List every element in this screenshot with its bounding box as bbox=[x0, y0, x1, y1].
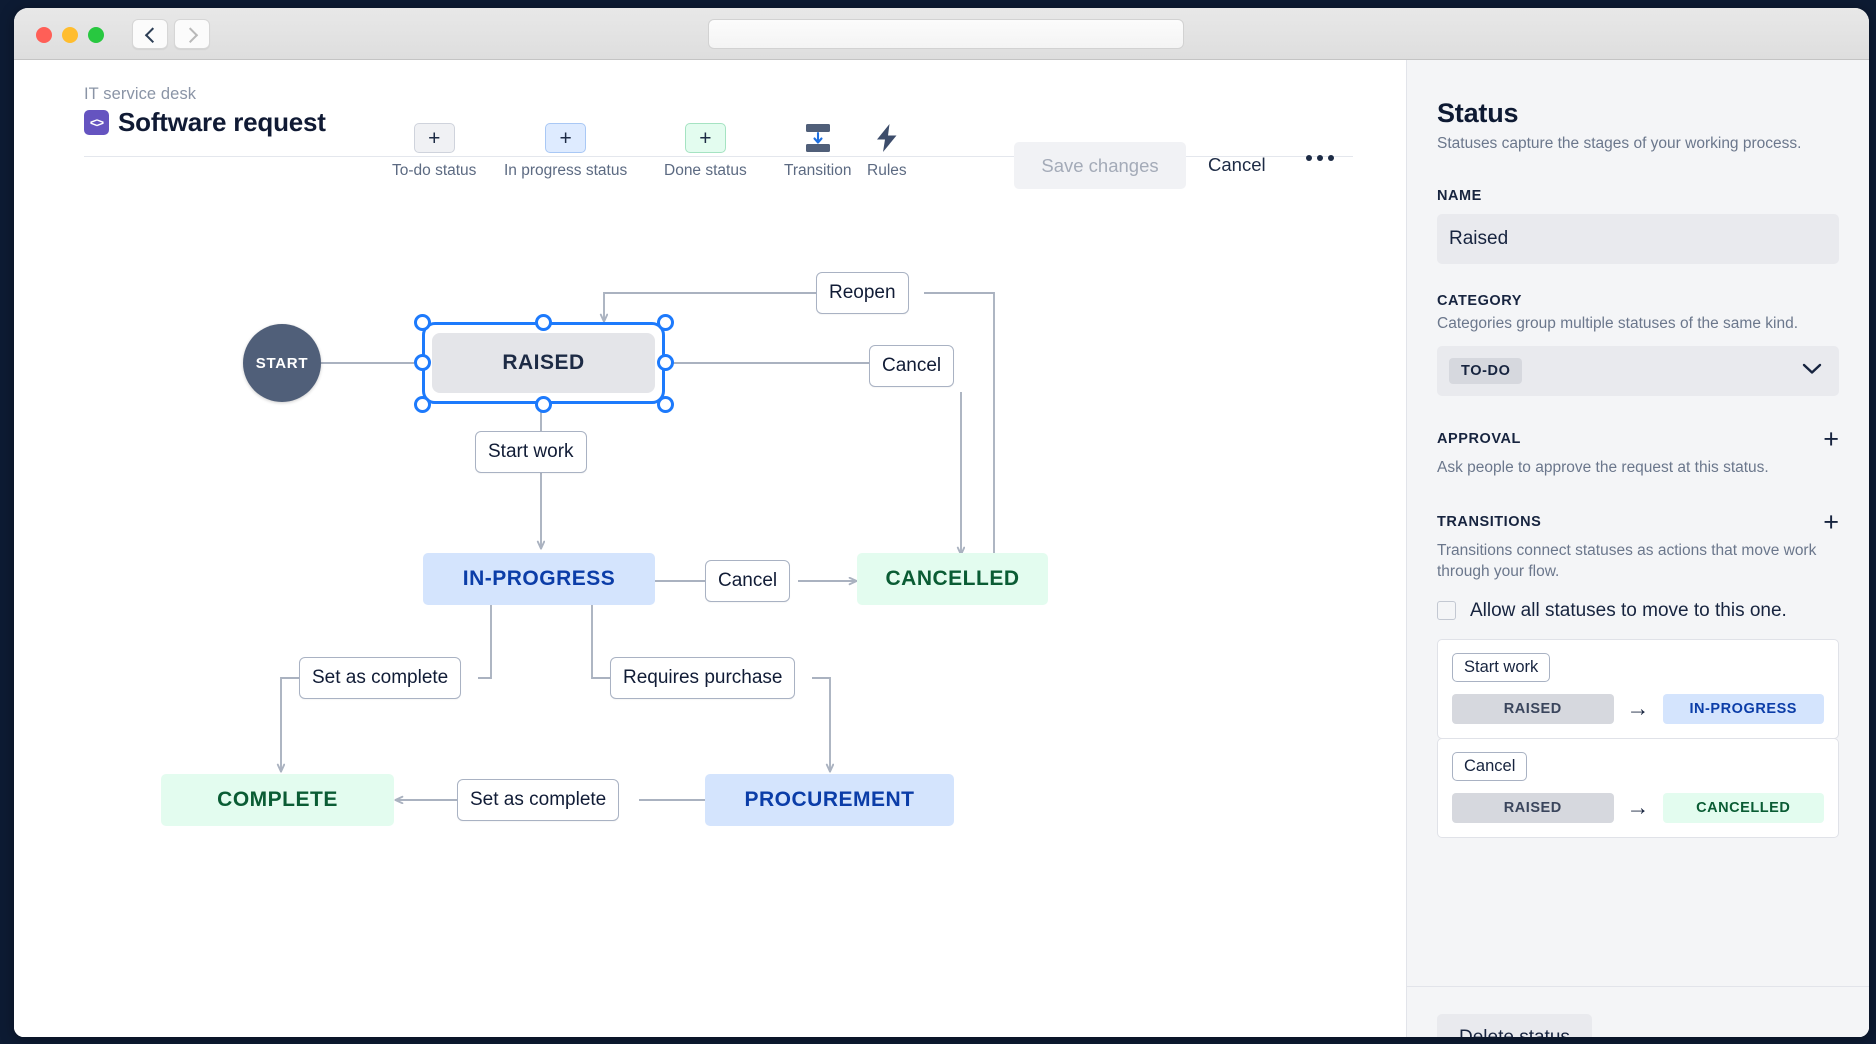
resize-handle-bottom-left[interactable] bbox=[413, 395, 431, 413]
resize-handle-bottom-center[interactable] bbox=[535, 395, 552, 413]
editor-toolbar: IT service desk <> Software request + To… bbox=[14, 60, 1406, 189]
add-transition-button[interactable]: + bbox=[1823, 506, 1839, 537]
browser-window: IT service desk <> Software request + To… bbox=[14, 8, 1869, 1037]
resize-handle-middle-right[interactable] bbox=[656, 354, 674, 371]
transition-flow: RAISED → CANCELLED bbox=[1452, 792, 1824, 823]
chevron-left-icon bbox=[144, 26, 160, 43]
plus-icon: + bbox=[545, 123, 587, 153]
flow-node-raised[interactable]: RAISED bbox=[432, 333, 655, 393]
transitions-section-label: TRANSITIONS bbox=[1437, 514, 1542, 531]
cancel-button[interactable]: Cancel bbox=[1208, 154, 1266, 175]
resize-handle-bottom-right[interactable] bbox=[656, 395, 674, 413]
transitions-section-header: TRANSITIONS + bbox=[1437, 506, 1839, 537]
edge-label-cancel-raised[interactable]: Cancel bbox=[869, 345, 955, 387]
edge-label-set-as-complete-procurement[interactable]: Set as complete bbox=[457, 779, 620, 821]
plus-icon: + bbox=[684, 123, 726, 153]
add-transition-button[interactable]: Transition bbox=[784, 123, 851, 180]
transition-from-status: RAISED bbox=[1452, 792, 1614, 823]
edge-label-requires-purchase[interactable]: Requires purchase bbox=[610, 657, 796, 699]
status-details-panel: Status Statuses capture the stages of yo… bbox=[1406, 60, 1869, 1037]
page-title: Software request bbox=[118, 107, 326, 137]
category-section-desc: Categories group multiple statuses of th… bbox=[1437, 315, 1798, 332]
project-avatar-icon: <> bbox=[84, 110, 109, 135]
approval-section-header: APPROVAL + bbox=[1437, 423, 1839, 454]
add-todo-status-label: To-do status bbox=[392, 162, 477, 179]
allow-all-statuses-row[interactable]: Allow all statuses to move to this one. bbox=[1437, 600, 1839, 622]
toolbar-divider bbox=[84, 156, 1353, 157]
name-section-label: NAME bbox=[1437, 188, 1482, 204]
transitions-list: Start work RAISED → IN-PROGRESS Cancel R… bbox=[1437, 638, 1839, 838]
add-todo-status-button[interactable]: + To-do status bbox=[392, 123, 476, 180]
allow-all-statuses-label: Allow all statuses to move to this one. bbox=[1470, 599, 1787, 621]
edge-label-set-as-complete-inprogress[interactable]: Set as complete bbox=[299, 657, 462, 699]
transition-name[interactable]: Cancel bbox=[1452, 751, 1528, 781]
breadcrumb[interactable]: IT service desk bbox=[84, 85, 197, 103]
forward-button[interactable] bbox=[174, 19, 210, 49]
chevron-down-icon bbox=[1802, 362, 1822, 380]
category-dropdown[interactable]: TO-DO bbox=[1437, 345, 1839, 396]
page-title-row: <> Software request bbox=[84, 107, 326, 138]
flow-node-procurement[interactable]: PROCUREMENT bbox=[705, 774, 954, 826]
flow-node-cancelled[interactable]: CANCELLED bbox=[857, 553, 1048, 605]
resize-handle-top-center[interactable] bbox=[535, 313, 552, 331]
rules-label: Rules bbox=[867, 162, 907, 179]
workflow-editor-pane: IT service desk <> Software request + To… bbox=[14, 60, 1406, 1037]
allow-all-statuses-checkbox[interactable] bbox=[1437, 601, 1456, 621]
plus-icon: + bbox=[413, 123, 455, 153]
window-close-button[interactable] bbox=[36, 27, 52, 43]
app-body: IT service desk <> Software request + To… bbox=[14, 60, 1869, 1037]
transitions-section-desc: Transitions connect statuses as actions … bbox=[1437, 541, 1817, 580]
url-bar[interactable] bbox=[708, 19, 1184, 49]
workflow-canvas[interactable]: START RAISED IN-PROGRESS CANCELLED bbox=[14, 157, 1406, 1037]
more-options-icon[interactable] bbox=[1306, 155, 1334, 161]
category-badge: TO-DO bbox=[1449, 357, 1523, 384]
transition-to-status: IN-PROGRESS bbox=[1662, 693, 1824, 724]
window-maximize-button[interactable] bbox=[88, 27, 104, 43]
add-inprogress-status-button[interactable]: + In progress status bbox=[504, 123, 627, 180]
chevron-right-icon bbox=[182, 26, 198, 43]
flow-node-in-progress[interactable]: IN-PROGRESS bbox=[423, 553, 655, 605]
edge-label-cancel-inprogress[interactable]: Cancel bbox=[705, 560, 791, 602]
delete-status-button[interactable]: Delete status bbox=[1437, 1014, 1592, 1037]
add-done-status-label: Done status bbox=[664, 162, 747, 179]
transition-label: Transition bbox=[784, 162, 852, 179]
browser-chrome bbox=[14, 8, 1869, 60]
save-changes-button[interactable]: Save changes bbox=[1014, 142, 1186, 189]
edge-label-reopen[interactable]: Reopen bbox=[816, 272, 909, 314]
approval-section-label: APPROVAL bbox=[1437, 431, 1521, 448]
transition-to-status: CANCELLED bbox=[1662, 792, 1824, 823]
selection-outline bbox=[413, 313, 674, 413]
resize-handle-middle-left[interactable] bbox=[413, 354, 431, 371]
add-inprogress-status-label: In progress status bbox=[504, 162, 628, 179]
transition-icon bbox=[799, 123, 837, 153]
resize-handle-top-left[interactable] bbox=[413, 313, 431, 331]
panel-divider bbox=[1407, 986, 1869, 987]
arrow-right-icon: → bbox=[1626, 794, 1650, 821]
add-approval-button[interactable]: + bbox=[1823, 423, 1839, 454]
back-button[interactable] bbox=[132, 19, 168, 49]
status-name-input[interactable]: Raised bbox=[1437, 214, 1839, 264]
transition-from-status: RAISED bbox=[1452, 693, 1614, 724]
resize-handle-top-right[interactable] bbox=[656, 313, 674, 331]
arrow-right-icon: → bbox=[1626, 695, 1650, 722]
window-minimize-button[interactable] bbox=[62, 27, 78, 43]
edge-label-start-work[interactable]: Start work bbox=[475, 431, 587, 473]
panel-title: Status bbox=[1437, 98, 1519, 128]
transition-card[interactable]: Start work RAISED → IN-PROGRESS bbox=[1437, 638, 1839, 739]
flow-node-start[interactable]: START bbox=[243, 324, 321, 402]
flow-node-complete[interactable]: COMPLETE bbox=[161, 774, 394, 826]
transition-name[interactable]: Start work bbox=[1452, 652, 1551, 682]
transition-flow: RAISED → IN-PROGRESS bbox=[1452, 693, 1824, 724]
rules-button[interactable]: Rules bbox=[867, 123, 907, 180]
transition-card[interactable]: Cancel RAISED → CANCELLED bbox=[1437, 737, 1839, 838]
panel-subtitle: Statuses capture the stages of your work… bbox=[1437, 135, 1802, 152]
lightning-bolt-icon bbox=[874, 123, 900, 153]
category-section-label: CATEGORY bbox=[1437, 293, 1522, 309]
approval-section-desc: Ask people to approve the request at thi… bbox=[1437, 458, 1769, 476]
add-done-status-button[interactable]: + Done status bbox=[664, 123, 747, 180]
